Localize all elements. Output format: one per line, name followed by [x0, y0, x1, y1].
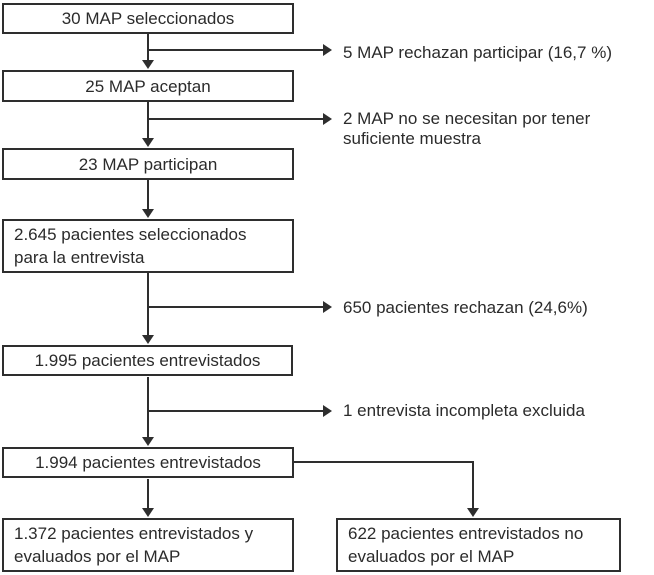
arrow-down-icon-1 [142, 60, 154, 69]
connector-vline-not-evaluated [472, 461, 474, 508]
branch-line-map-not-needed [148, 118, 324, 120]
flow-box-patients-interviewed-1995: 1.995 pacientes entrevistados [2, 345, 293, 376]
flow-box-patients-selected: 2.645 pacientes seleccionados para la en… [2, 219, 294, 273]
arrow-down-icon-7 [467, 508, 479, 517]
arrow-line-5 [147, 377, 149, 438]
flow-box-patients-evaluated-line1: 1.372 pacientes entrevistados y [14, 524, 254, 543]
flow-box-patients-selected-line2: para la entrevista [14, 248, 145, 267]
arrow-line-1 [147, 33, 149, 61]
note-map-not-needed-line1: 2 MAP no se necesitan por tener [343, 109, 591, 128]
flow-box-map-selected-label: 30 MAP seleccionados [61, 9, 235, 28]
arrow-right-icon-1 [323, 44, 332, 56]
arrow-line-6 [147, 479, 149, 509]
note-map-refused: 5 MAP rechazan participar (16,7 %) [343, 43, 612, 63]
note-incomplete-interview-label: 1 entrevista incompleta excluida [343, 401, 585, 420]
arrow-line-2 [147, 102, 149, 139]
connector-hline-not-evaluated [294, 461, 474, 463]
arrow-right-icon-3 [323, 301, 332, 313]
arrow-right-icon-4 [323, 405, 332, 417]
arrow-down-icon-6 [142, 508, 154, 517]
flow-box-patients-evaluated: 1.372 pacientes entrevistados y evaluado… [2, 518, 294, 572]
flow-box-map-participating: 23 MAP participan [2, 148, 294, 180]
flow-box-patients-not-evaluated-line2: evaluados por el MAP [348, 547, 515, 566]
note-patients-refused: 650 pacientes rechazan (24,6%) [343, 298, 588, 318]
arrow-line-3 [147, 180, 149, 210]
flow-box-patients-interviewed-1994: 1.994 pacientes entrevistados [2, 447, 294, 478]
flow-box-patients-not-evaluated-line1: 622 pacientes entrevistados no [348, 524, 584, 543]
arrow-down-icon-5 [142, 437, 154, 446]
note-patients-refused-label: 650 pacientes rechazan (24,6%) [343, 298, 588, 317]
flow-box-patients-interviewed-1994-label: 1.994 pacientes entrevistados [35, 453, 261, 472]
arrow-down-icon-2 [142, 138, 154, 147]
flow-box-patients-not-evaluated: 622 pacientes entrevistados no evaluados… [336, 518, 621, 572]
flow-box-patients-interviewed-1995-label: 1.995 pacientes entrevistados [34, 351, 261, 370]
note-map-not-needed-line2: suficiente muestra [343, 129, 481, 148]
flow-box-map-participating-label: 23 MAP participan [78, 154, 218, 174]
flow-box-patients-evaluated-line2: evaluados por el MAP [14, 547, 181, 566]
flow-box-patients-selected-line1: 2.645 pacientes seleccionados [14, 225, 247, 244]
flow-box-map-accepted: 25 MAP aceptan [2, 70, 294, 102]
branch-line-incomplete-interview [148, 410, 324, 412]
note-incomplete-interview: 1 entrevista incompleta excluida [343, 401, 585, 421]
branch-line-patients-refused [148, 306, 324, 308]
note-map-refused-label: 5 MAP rechazan participar (16,7 %) [343, 43, 612, 62]
arrow-down-icon-4 [142, 335, 154, 344]
note-map-not-needed: 2 MAP no se necesitan por tener suficien… [343, 109, 590, 149]
arrow-right-icon-2 [323, 113, 332, 125]
arrow-line-4 [147, 273, 149, 336]
branch-line-map-refused [148, 49, 324, 51]
flow-box-map-selected: 30 MAP seleccionados [2, 3, 294, 34]
arrow-down-icon-3 [142, 209, 154, 218]
flow-box-map-accepted-label: 25 MAP aceptan [85, 76, 211, 96]
